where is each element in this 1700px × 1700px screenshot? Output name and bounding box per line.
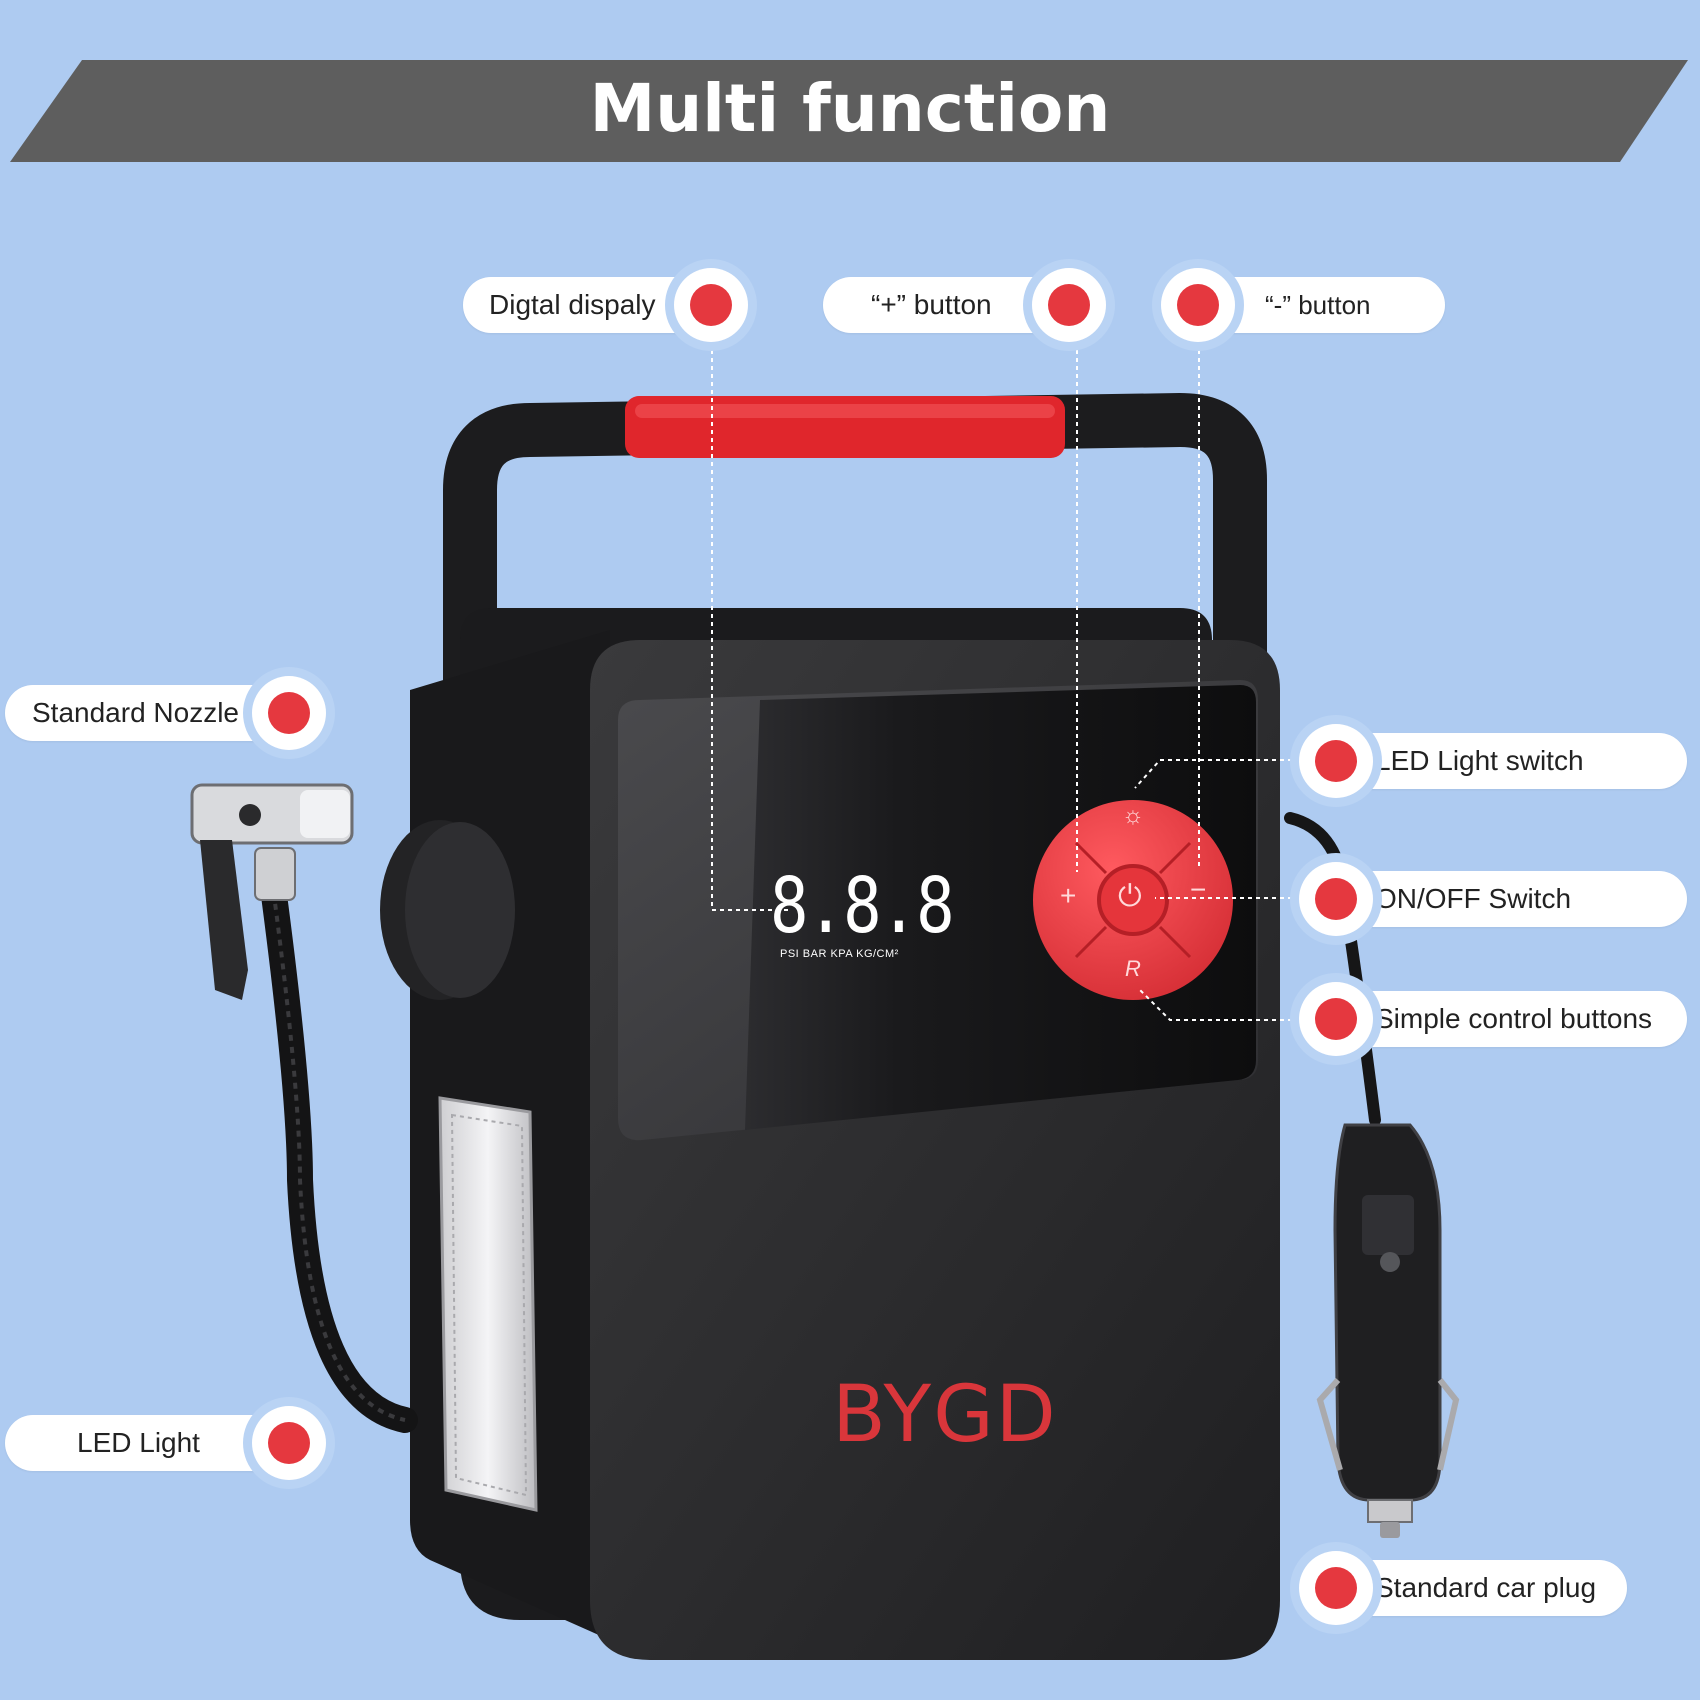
carry-handle[interactable]: [443, 393, 1267, 830]
callout-label: Standard Nozzle: [32, 697, 240, 728]
led-light-panel: [438, 1096, 538, 1512]
callout-label: Simple control buttons: [1375, 1003, 1653, 1034]
callout-label: “+” button: [871, 289, 992, 320]
power-icon[interactable]: ⏻: [1118, 880, 1142, 913]
callout-label: LED Light: [77, 1427, 200, 1458]
page-title: Multi function: [589, 70, 1111, 147]
leader-lines: [711, 350, 1300, 1021]
marker-dot-icon: [1290, 853, 1382, 945]
standard-nozzle: [190, 783, 418, 1433]
callout-label: Standard car plug: [1375, 1572, 1597, 1603]
marker-dot-icon: [243, 1397, 335, 1489]
marker-dot-icon: [1152, 259, 1244, 351]
brand-logo: BYGD: [832, 1370, 1058, 1460]
control-buttons-pad[interactable]: [1033, 800, 1233, 1000]
marker-dot-icon: [1290, 715, 1382, 807]
plus-button-icon[interactable]: +: [1060, 880, 1077, 911]
callout-label: Digtal dispaly: [489, 289, 656, 320]
callout-label: “-” button: [1265, 290, 1371, 320]
minus-button-icon[interactable]: −: [1190, 874, 1207, 905]
marker-dot-icon: [1290, 1542, 1382, 1634]
marker-dot-icon: [1023, 259, 1115, 351]
marker-dot-icon: [1290, 973, 1382, 1065]
marker-dot-icon: [665, 259, 757, 351]
marker-dot-icon: [243, 667, 335, 759]
display-digits: 8.8.8: [770, 862, 955, 952]
title-banner: [10, 60, 1688, 162]
display-units: PSI BAR KPA KG/CM²: [780, 948, 899, 960]
digital-display: 8.8.8 PSI BAR KPA KG/CM²: [770, 862, 955, 965]
reset-button-icon[interactable]: R: [1125, 956, 1141, 981]
led-light-switch-icon[interactable]: ☼: [1122, 802, 1144, 829]
callout-label: ON/OFF Switch: [1375, 883, 1572, 914]
callout-label: LED Light switch: [1375, 745, 1584, 776]
